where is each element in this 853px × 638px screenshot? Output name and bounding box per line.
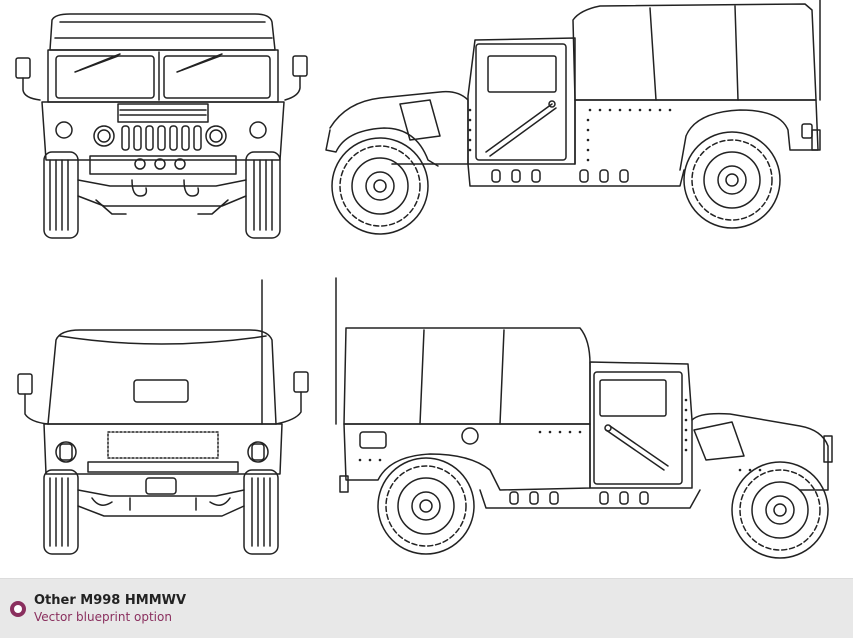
- left-side-view: [335, 277, 833, 559]
- option-subtitle: Vector blueprint option: [34, 610, 172, 624]
- vehicle-blueprint: [15, 0, 833, 559]
- option-caption-bar[interactable]: Other M998 HMMWV Vector blueprint option: [0, 578, 853, 638]
- right-side-view: [325, 0, 821, 235]
- option-title: Other M998 HMMWV: [34, 593, 187, 608]
- rear-view: [17, 279, 309, 555]
- option-radio-button[interactable]: [10, 601, 26, 617]
- front-view: [15, 13, 308, 239]
